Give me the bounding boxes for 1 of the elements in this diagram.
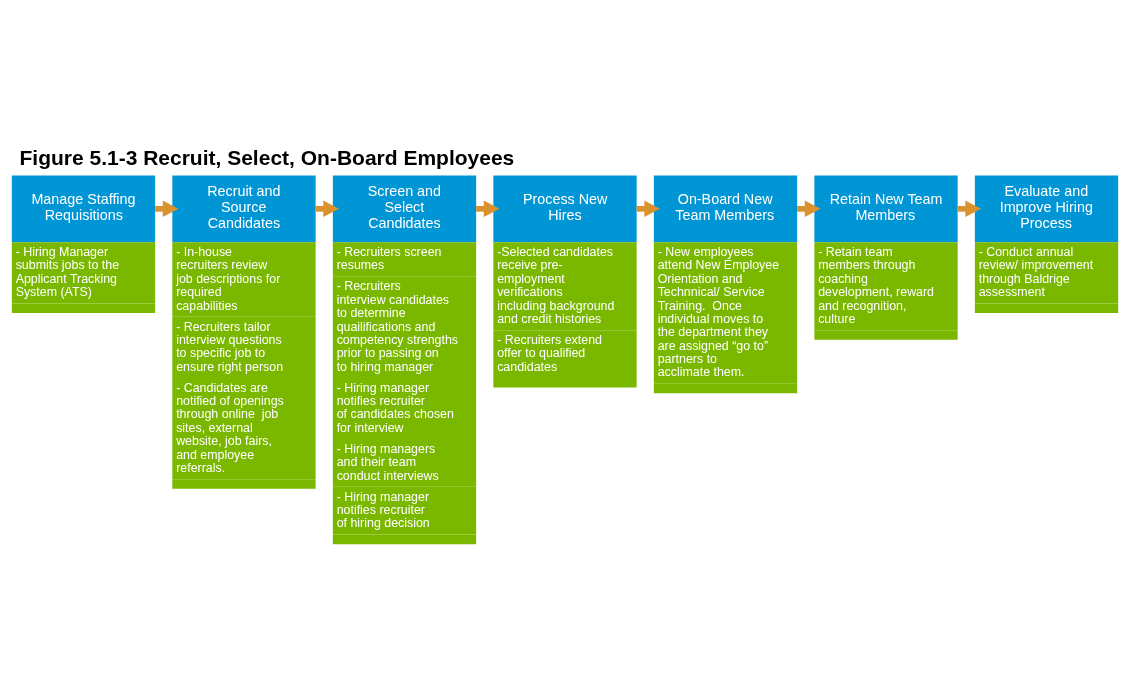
diagram-title: Figure 5.1-3 Recruit, Select, On-Board Employees xyxy=(19,145,515,168)
